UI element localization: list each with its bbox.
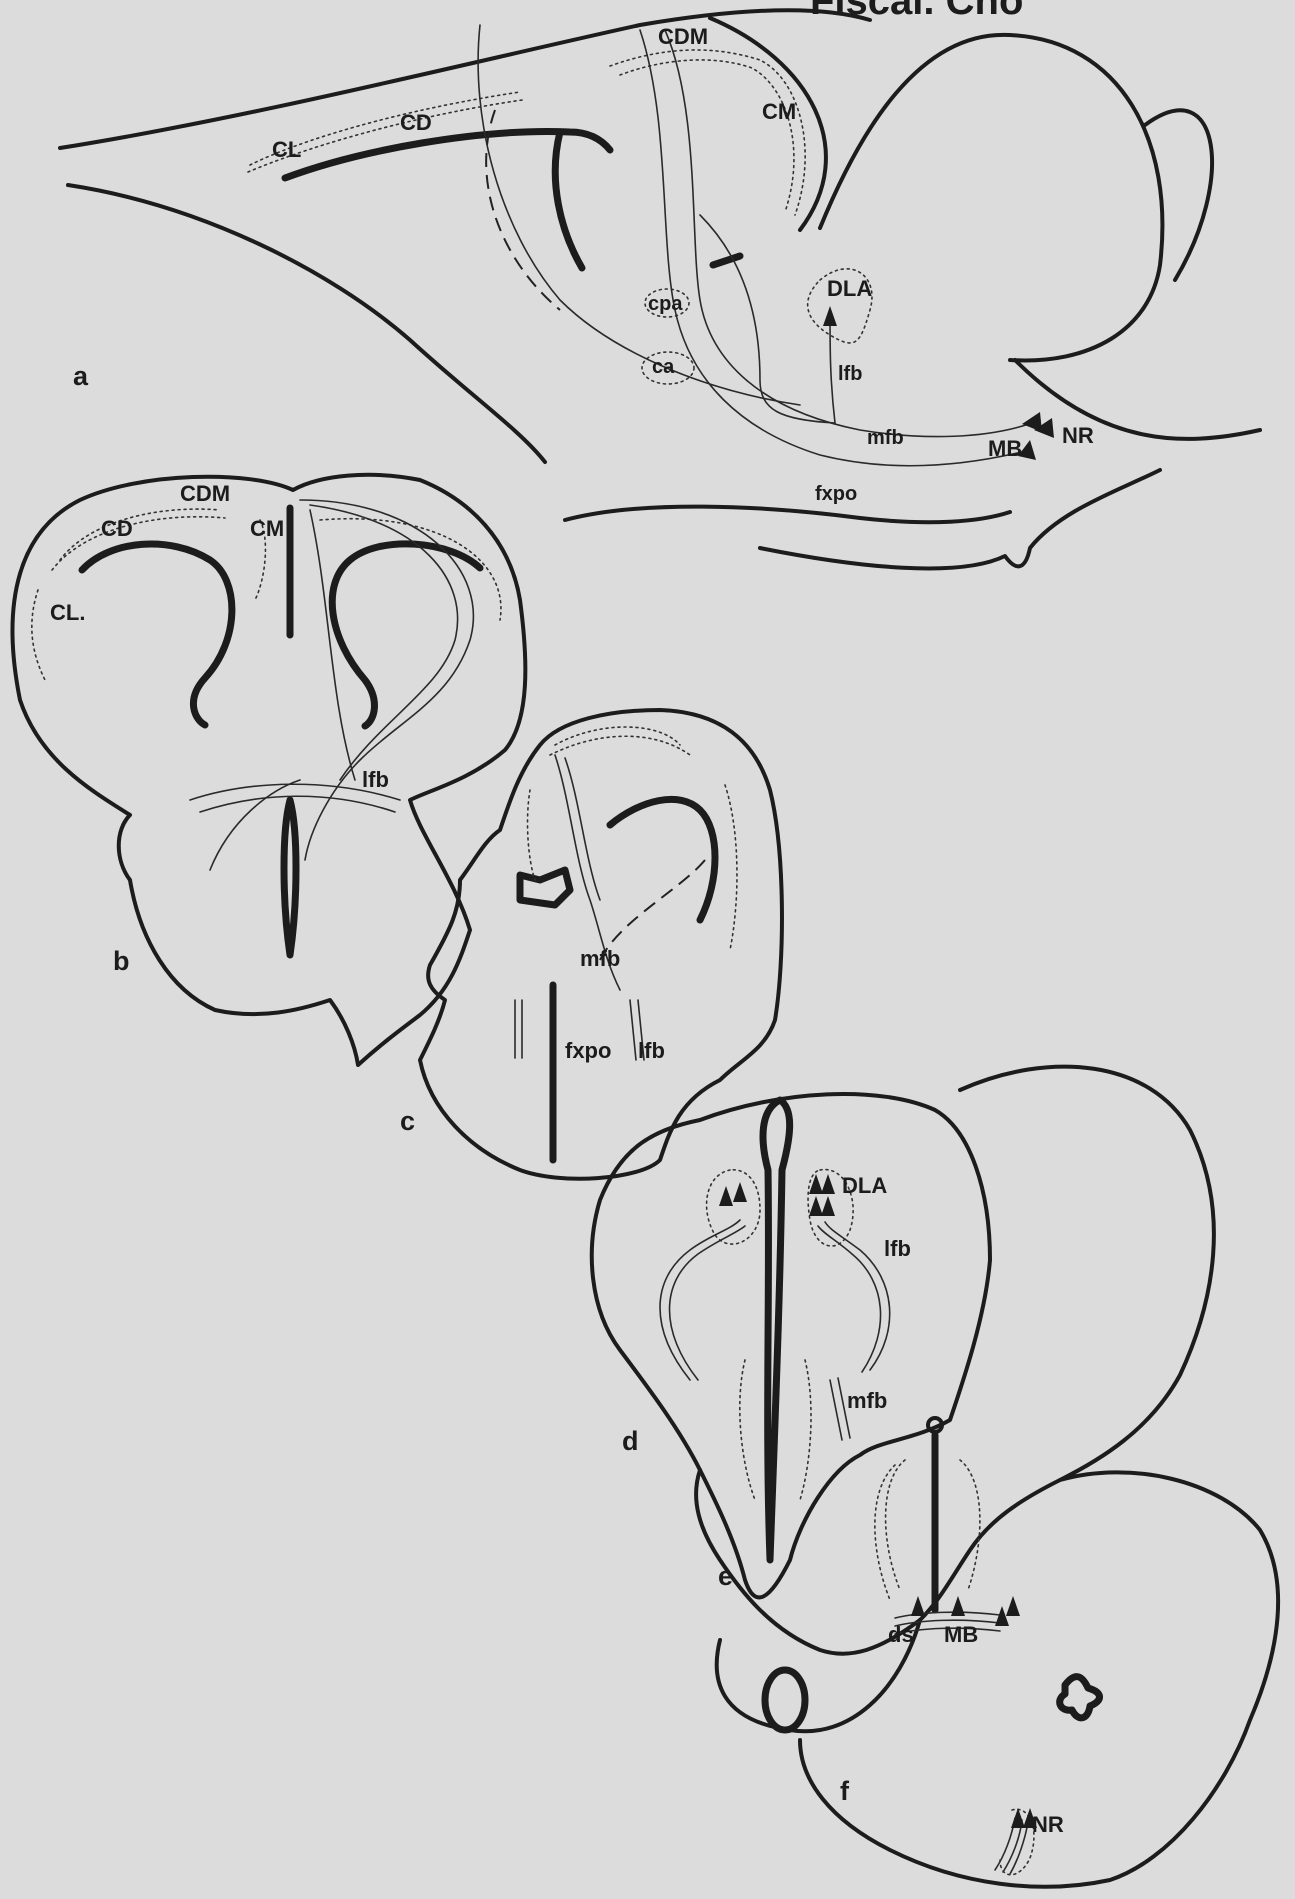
panel-a-dorsal-outline bbox=[60, 10, 870, 148]
panel-d-arrow-right-3 bbox=[809, 1196, 823, 1216]
panel-c-letter: c bbox=[400, 1106, 415, 1136]
panel-d-midline bbox=[763, 1100, 790, 1560]
panel-b-midline-slit bbox=[284, 800, 296, 955]
panel-a-fiber-2 bbox=[640, 30, 1030, 466]
panel-a-ventricle-stem bbox=[555, 132, 582, 268]
panel-d: d DLA lfb mfb bbox=[592, 1094, 990, 1597]
panel-f-arrow-1 bbox=[1011, 1808, 1025, 1828]
panel-b-dotted-5 bbox=[32, 590, 45, 680]
panel-d-arrow-right-4 bbox=[821, 1196, 835, 1216]
panel-a-fiber-3 bbox=[478, 25, 800, 405]
panel-b-label-cd: CD bbox=[101, 516, 133, 541]
header-text: Fiscal. Cho bbox=[810, 0, 1023, 23]
panel-b-left-ventricle bbox=[82, 544, 232, 725]
panel-e-aqueduct bbox=[765, 1670, 805, 1730]
panel-b-fiber-1 bbox=[300, 500, 473, 860]
panel-e-label-ds: ds bbox=[888, 1622, 914, 1647]
panel-d-arrow-right-2 bbox=[821, 1174, 835, 1194]
panel-a-label-cpa: cpa bbox=[648, 293, 683, 315]
panel-c-dotted-2 bbox=[550, 736, 690, 755]
panel-b-dotted-4 bbox=[320, 519, 501, 620]
panel-d-outline bbox=[592, 1094, 990, 1597]
panel-a-dashed-path bbox=[486, 110, 560, 310]
panel-b-fiber-3 bbox=[310, 510, 355, 780]
panel-d-fiber-right-2 bbox=[818, 1226, 881, 1372]
panel-d-letter: d bbox=[622, 1426, 639, 1456]
panel-a-dotted-cortex-3 bbox=[610, 50, 805, 215]
panel-c-label-lfb: lfb bbox=[638, 1038, 665, 1063]
panel-d-fiber-left-2 bbox=[670, 1226, 746, 1380]
panel-c-label-fxpo: fxpo bbox=[565, 1038, 611, 1063]
panel-a-letter: a bbox=[73, 361, 89, 391]
panel-a-cerebellum-outline bbox=[820, 35, 1162, 361]
panel-a-fiber-lfb bbox=[700, 215, 835, 423]
panel-a-ventral-outline bbox=[68, 185, 545, 462]
panel-f-label-nr: NR bbox=[1032, 1812, 1064, 1837]
panel-a-label-ca: ca bbox=[652, 356, 675, 378]
panel-e-dotted-right bbox=[960, 1460, 980, 1590]
panel-c-dotted-3 bbox=[528, 790, 535, 880]
panel-a-label-lfb: lfb bbox=[838, 363, 862, 385]
panel-c-dashed-path bbox=[600, 860, 705, 960]
panel-d-dotted-lower-left bbox=[740, 1360, 755, 1500]
panel-a-label-cl: CL bbox=[272, 137, 301, 162]
panel-d-dotted-lower-right bbox=[800, 1360, 811, 1500]
panel-b-commissure-2 bbox=[200, 796, 395, 812]
panel-e-arrow-1 bbox=[911, 1596, 925, 1616]
panel-b-label-lfb: lfb bbox=[362, 767, 389, 792]
panel-b: b CDM CD CM CL. lfb bbox=[13, 475, 526, 1065]
panel-a-cerebellum-fold bbox=[1145, 110, 1212, 280]
panel-d-fiber-right-1 bbox=[825, 1222, 890, 1370]
panel-a-label-nr: NR bbox=[1062, 423, 1094, 448]
panel-c-dotted-1 bbox=[555, 727, 680, 745]
panel-a-label-mb: MB bbox=[988, 436, 1022, 461]
panel-e-arrow-4 bbox=[1006, 1596, 1020, 1616]
panel-a: a CDM CD CM CL DLA cpa ca lfb mfb MB NR … bbox=[60, 10, 1260, 568]
panel-d-label-dla: DLA bbox=[842, 1173, 887, 1198]
panel-a-base-outline bbox=[565, 507, 1010, 523]
panel-a-fiber-dla bbox=[830, 310, 835, 423]
panel-c-fiber-lfb-1 bbox=[630, 1000, 636, 1060]
panel-c-outline bbox=[420, 710, 782, 1179]
panel-e-label-mb: MB bbox=[944, 1622, 978, 1647]
panel-d-arrow-left-1 bbox=[719, 1186, 733, 1206]
panel-d-arrow-right-1 bbox=[809, 1174, 823, 1194]
panel-a-label-cm: CM bbox=[762, 99, 796, 124]
panel-b-letter: b bbox=[113, 946, 130, 976]
panel-a-midline-arc bbox=[710, 18, 826, 230]
panel-c-third-ventricle bbox=[520, 870, 570, 905]
panel-a-label-mfb: mfb bbox=[867, 427, 904, 449]
panel-d-label-lfb: lfb bbox=[884, 1236, 911, 1261]
panel-b-right-ventricle bbox=[332, 544, 480, 726]
panel-a-arrow-dla bbox=[823, 306, 837, 326]
panel-a-dotted-cortex-4 bbox=[620, 60, 794, 212]
panel-b-label-cm: CM bbox=[250, 516, 284, 541]
panel-e-dotted-left bbox=[886, 1460, 905, 1590]
panel-a-label-cd: CD bbox=[400, 110, 432, 135]
panel-c-dotted-4 bbox=[725, 785, 737, 950]
panel-b-label-cl: CL. bbox=[50, 600, 85, 625]
panel-c-ventricle bbox=[610, 799, 715, 920]
panel-f-ventricle bbox=[1060, 1677, 1100, 1718]
panel-d-fiber-left-1 bbox=[660, 1220, 740, 1380]
panel-a-label-dla: DLA bbox=[827, 276, 872, 301]
panel-e-fiber-ds-1 bbox=[895, 1612, 1000, 1618]
panel-e-dotted-left-2 bbox=[875, 1465, 895, 1600]
panel-a-label-fxpo: fxpo bbox=[815, 483, 857, 505]
panel-d-label-mfb: mfb bbox=[847, 1388, 887, 1413]
panel-b-label-cdm: CDM bbox=[180, 481, 230, 506]
panel-f: f NR bbox=[800, 1472, 1278, 1886]
panel-e-arrow-2 bbox=[951, 1596, 965, 1616]
panel-f-letter: f bbox=[840, 1776, 850, 1806]
panel-a-label-cdm: CDM bbox=[658, 24, 708, 49]
panel-d-arrow-left-2 bbox=[733, 1182, 747, 1202]
panel-e-letter: e bbox=[718, 1561, 733, 1591]
panel-c-label-mfb: mfb bbox=[580, 946, 620, 971]
